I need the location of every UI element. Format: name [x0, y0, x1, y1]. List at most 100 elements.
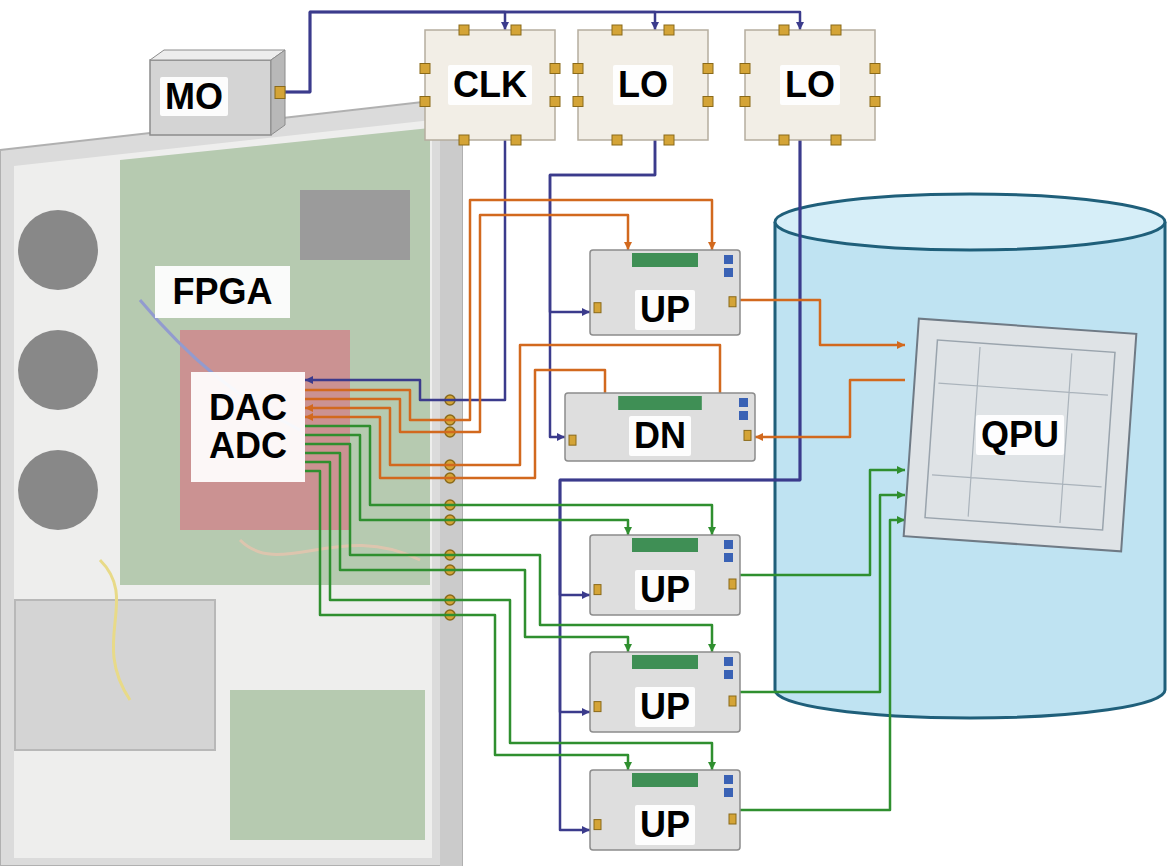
- module-body: [590, 770, 740, 850]
- sma-port: [729, 696, 736, 706]
- device-label: LO: [613, 65, 673, 105]
- signal-wire: [305, 462, 712, 770]
- label-box: DAC ADC: [191, 372, 305, 482]
- chip-die: [904, 319, 1137, 552]
- module-pcb: [632, 538, 698, 552]
- fan: [18, 330, 98, 410]
- device-label: UP: [635, 570, 695, 610]
- circuit-board: [425, 30, 555, 140]
- sma-port: [569, 435, 576, 445]
- fridge-cylinder: [775, 222, 1165, 718]
- chip-trace: [929, 344, 1110, 525]
- module-body: [565, 393, 755, 461]
- sma-port: [870, 97, 880, 107]
- oscillator-box: MO: [150, 50, 285, 135]
- signal-wire: [560, 140, 800, 595]
- signal-wire: [740, 520, 905, 810]
- chassis-photo: [0, 100, 462, 866]
- cable: [100, 560, 130, 700]
- oscillator-side: [271, 50, 285, 135]
- port-connectors: [445, 395, 455, 620]
- connectors: [285, 12, 905, 830]
- module-knob: [724, 775, 733, 784]
- module-knob: [724, 670, 733, 679]
- signal-wire: [740, 495, 905, 692]
- device-label: UP: [635, 805, 695, 845]
- mixer-module: DN: [565, 393, 755, 461]
- sma-port: [511, 135, 521, 145]
- signal-wire: [305, 345, 720, 465]
- sma-port: [664, 25, 674, 35]
- front-panel: [440, 106, 462, 866]
- sma-port: [550, 64, 560, 74]
- converter-board: [180, 330, 350, 530]
- fan: [18, 210, 98, 290]
- module-knob: [724, 553, 733, 562]
- sma-port: [573, 64, 583, 74]
- module-knob: [724, 540, 733, 549]
- module-knob: [724, 788, 733, 797]
- signal-wire: [740, 300, 905, 345]
- mixer-module: UP: [590, 770, 740, 850]
- module-body: [590, 652, 740, 732]
- module-body: [590, 250, 740, 335]
- sma-port: [573, 97, 583, 107]
- circuit-board: [578, 30, 708, 140]
- signal-wire: [560, 140, 800, 830]
- synth-board: LO: [745, 30, 875, 140]
- synth-board: CLK: [425, 30, 555, 140]
- signal-wire: [305, 471, 628, 770]
- sma-port: [612, 25, 622, 35]
- module-pcb: [618, 396, 702, 410]
- sma-port: [594, 585, 601, 595]
- sma-port: [740, 97, 750, 107]
- device-label: LO: [780, 65, 840, 105]
- signal-wire: [305, 453, 628, 652]
- sma-port: [612, 135, 622, 145]
- sma-port: [594, 820, 601, 830]
- sma-port: [831, 25, 841, 35]
- fan: [18, 450, 98, 530]
- sma-port: [779, 25, 789, 35]
- synth-board: LO: [578, 30, 708, 140]
- heatsink: [300, 190, 410, 260]
- sma-port: [870, 64, 880, 74]
- device-label: DN: [629, 416, 691, 456]
- mixer-module: UP: [590, 652, 740, 732]
- device-label: UP: [635, 290, 695, 330]
- sma-port: [550, 97, 560, 107]
- circuit-board: [745, 30, 875, 140]
- sma-port: [744, 430, 751, 440]
- signal-wire: [305, 140, 505, 400]
- mixer-module: UP: [590, 535, 740, 615]
- sma-port: [779, 135, 789, 145]
- device-label: FPGA: [167, 272, 277, 312]
- device-label: QPU: [976, 415, 1064, 455]
- device-label: CLK: [448, 65, 532, 105]
- module-knob: [724, 657, 733, 666]
- sma-port: [664, 135, 674, 145]
- module-knob: [724, 255, 733, 264]
- chip-trace: [925, 340, 1115, 530]
- chassis-case: [0, 100, 462, 866]
- lower-board: [230, 690, 425, 840]
- sma-port: [459, 25, 469, 35]
- main-board: [120, 128, 430, 585]
- module-pcb: [632, 773, 698, 787]
- sma-port: [703, 97, 713, 107]
- mixer-module: UP: [590, 250, 740, 335]
- sma-port: [703, 64, 713, 74]
- module-body: [590, 535, 740, 615]
- module-knob: [739, 411, 748, 420]
- sma-port: [594, 702, 601, 712]
- module-pcb: [632, 655, 698, 669]
- sma-port: [420, 97, 430, 107]
- sma-port: [729, 814, 736, 824]
- sma-port: [511, 25, 521, 35]
- sma-port: [729, 579, 736, 589]
- signal-wire: [305, 200, 712, 420]
- device-label: DAC ADC: [197, 388, 299, 466]
- device-label: UP: [635, 687, 695, 727]
- signal-wire: [755, 380, 905, 437]
- module-knob: [739, 398, 748, 407]
